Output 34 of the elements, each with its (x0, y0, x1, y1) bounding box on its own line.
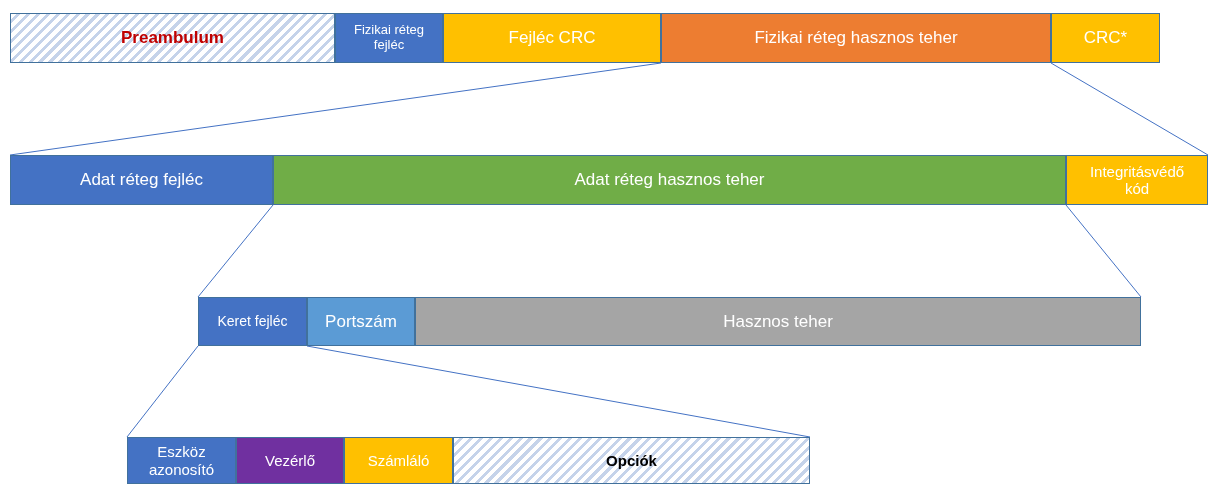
field-label: Opciók (606, 451, 657, 470)
field-label: Adat réteg hasznos teher (574, 170, 765, 190)
frame-field (661, 13, 1051, 63)
frame-field (443, 13, 661, 63)
field-label: CRC* (1083, 28, 1128, 48)
field-label: Vezérlő (264, 451, 315, 470)
expansion-line (126, 345, 199, 438)
expansion-line (1050, 62, 1208, 156)
field-label: Számláló (367, 451, 430, 470)
field-label: Hasznos teher (723, 311, 833, 332)
frame-field (273, 155, 1066, 205)
frame-field (127, 437, 236, 484)
field-label: Preambulum (121, 28, 224, 48)
options-field (453, 437, 810, 484)
expansion-line (197, 204, 274, 298)
frame-field (335, 13, 443, 63)
frame-field (236, 437, 344, 484)
expansion-line (1065, 204, 1142, 298)
field-label: Eszköz azonosító (147, 443, 215, 478)
frame-field (198, 297, 307, 346)
field-label: Integritásvédő kód (1088, 162, 1186, 198)
frame-field (307, 297, 415, 346)
frame-field (10, 155, 273, 205)
field-label: Adat réteg fejléc (80, 170, 203, 190)
field-label: Fizikai réteg hasznos teher (754, 28, 958, 48)
field-label: Portszám (325, 311, 397, 332)
preamble-field (10, 13, 335, 63)
frame-field (344, 437, 453, 484)
frame-field (1066, 155, 1208, 205)
frame-field (415, 297, 1141, 346)
field-label: Keret fejléc (217, 313, 288, 330)
field-label: Fejléc CRC (508, 28, 596, 48)
frame-field (1051, 13, 1160, 63)
field-label: Fizikai réteg fejléc (352, 23, 426, 53)
